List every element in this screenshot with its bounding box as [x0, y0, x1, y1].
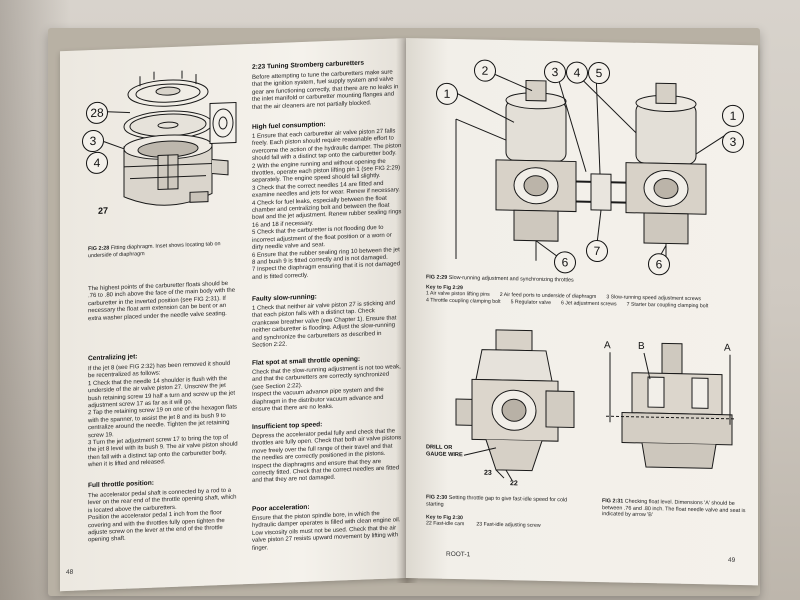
fig-2-29-key-item: 6 Jet adjustment screws	[560, 300, 617, 308]
twin-carburetter-drawing	[447, 69, 727, 264]
fig-2-29-callout-1: 1	[436, 82, 458, 106]
faulty-slow-running-text: 1 Check that neither air valve piston 27…	[252, 300, 397, 349]
fig-2-29-callout-6-left: 6	[554, 251, 576, 274]
section-2-23-intro: Before attempting to tune the carburette…	[252, 69, 399, 111]
diaphragm-drawing	[103, 70, 237, 206]
fig-2-28-caption: FIG 2:28 Fitting diaphragm. Inset shows …	[88, 240, 238, 259]
fig-2-30-caption: FIG 2:30 Setting throttle gap to give fa…	[426, 494, 586, 510]
fig-2-29-callout-2: 2	[474, 59, 496, 82]
fig-2-30-illustration: DRILL OR GAUGE WIRE 23 22	[426, 318, 586, 491]
fig-2-31-caption-label: FIG 2:31	[602, 498, 624, 505]
fig-2-31-caption-text: Checking float level. Dimensions 'A' sho…	[602, 498, 746, 519]
fig-2-30-key-item: 23 Fast-idle adjusting screw	[476, 521, 541, 530]
fig-2-29-key-item: 7 Starter bar coupling clamping bolt	[626, 301, 709, 310]
fig-2-31-label-b: B	[638, 340, 645, 352]
fig-2-30-caption-label: FIG 2:30	[426, 494, 448, 501]
fig-2-29-illustration: 1 2 3 4 5 1 3 6 7 6	[436, 59, 746, 276]
carburetter-fast-idle-drawing	[455, 329, 575, 481]
fig-2-29-callout-3-right: 3	[722, 130, 744, 154]
fig-2-30-caption-text: Setting throttle gap to give fast-idle s…	[426, 494, 568, 508]
centralizing-jet-text: If the jet 8 (see FIG 2:32) has been rem…	[88, 360, 238, 469]
right-page-number: 49	[728, 556, 736, 564]
high-fuel-text: 1 Ensure that each carburetter air valve…	[252, 128, 402, 281]
full-throttle-text: The accelerator pedal shaft is connected…	[88, 487, 237, 544]
fig-2-31-label-a-left: A	[604, 340, 611, 352]
fig-2-29-key-item: 5 Regulator valve	[510, 299, 551, 306]
fig-2-31-label-a-right: A	[724, 342, 731, 354]
right-page: 1 2 3 4 5 1 3 6 7 6 FIG 2:29 Slow-runnin…	[406, 38, 758, 586]
label-27: 27	[98, 205, 109, 216]
right-page-footer: ROOT-1	[446, 550, 471, 559]
fig-2-31-caption: FIG 2:31 Checking float level. Dimension…	[602, 498, 747, 521]
fig-2-30-key: Key to Fig 2:30 22 Fast-idle cam 23 Fast…	[426, 514, 586, 530]
poor-acceleration-text: Ensure that the piston spindle bore, in …	[252, 511, 401, 552]
fig-2-29-caption-text: Slow-running adjustment and synchronizin…	[448, 274, 574, 284]
left-page-number: 48	[66, 568, 74, 577]
fig-2-30-callout-23: 23	[484, 469, 492, 477]
fig-2-29-callout-1-right: 1	[722, 104, 744, 128]
fig-2-29-callout-4: 4	[566, 61, 588, 84]
flat-spot-text: Check that the slow-running adjustment i…	[252, 364, 401, 413]
fig-2-29-caption-label: FIG 2:29	[426, 274, 448, 281]
drill-gauge-wire-label: DRILL OR GAUGE WIRE	[426, 444, 463, 458]
left-page: 28 3 4 27 FIG 2:28 Fitting diaphragm. In…	[60, 38, 406, 592]
intro-paragraph: The highest points of the carburetter fl…	[88, 280, 236, 322]
fig-2-29-callout-6-right: 6	[648, 253, 670, 276]
fig-2-29-key: Key to Fig 2:29 1 Air valve piston lifti…	[426, 284, 746, 310]
fig-2-30-callout-22: 22	[510, 480, 518, 488]
fig-2-31-illustration: A B A	[602, 332, 742, 475]
fig-2-29-key-item: 4 Throttle coupling clamping bolt	[426, 297, 501, 305]
fig-2-29-callout-3: 3	[544, 60, 566, 84]
float-level-drawing	[606, 342, 734, 469]
fig-2-28-illustration: 28 3 4 27	[82, 62, 240, 228]
fig-2-29-callout-7: 7	[586, 239, 608, 263]
insufficient-top-speed-text: Depress the accelerator pedal fully and …	[252, 428, 402, 485]
fig-2-30-key-item: 22 Fast-idle cam	[426, 520, 465, 528]
fig-2-29-callout-5: 5	[588, 61, 610, 85]
